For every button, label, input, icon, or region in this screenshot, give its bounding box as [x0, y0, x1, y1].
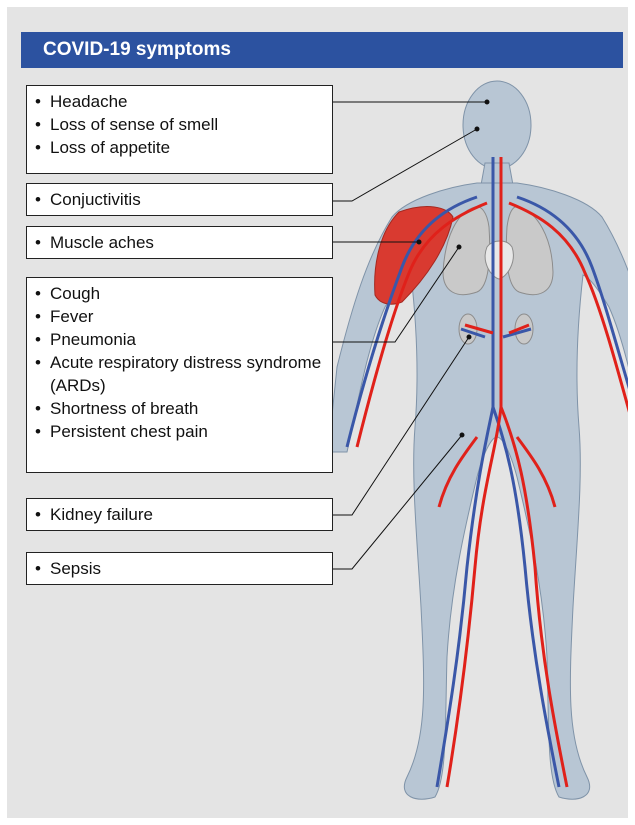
- symptom-box-muscles: Muscle aches: [26, 226, 333, 259]
- symptom-item: Shortness of breath: [35, 397, 324, 420]
- symptom-box-lungs: Cough Fever Pneumonia Acute respiratory …: [26, 277, 333, 473]
- body-silhouette: [330, 81, 628, 799]
- symptom-item: Muscle aches: [35, 231, 324, 254]
- symptom-item: Acute respiratory distress syndrome (ARD…: [35, 351, 324, 397]
- symptom-item: Fever: [35, 305, 324, 328]
- symptom-item: Headache: [35, 90, 324, 113]
- symptom-item: Loss of appetite: [35, 136, 324, 159]
- symptom-item: Conjuctivitis: [35, 188, 324, 211]
- symptom-box-kidneys: Kidney failure: [26, 498, 333, 531]
- symptom-box-head: Headache Loss of sense of smell Loss of …: [26, 85, 333, 174]
- symptom-box-eyes: Conjuctivitis: [26, 183, 333, 216]
- symptom-item: Sepsis: [35, 557, 324, 580]
- symptom-item: Cough: [35, 282, 324, 305]
- figure-panel: COVID-19 symptoms: [7, 7, 628, 818]
- symptom-item: Persistent chest pain: [35, 420, 324, 443]
- symptom-item: Loss of sense of smell: [35, 113, 324, 136]
- symptom-item: Pneumonia: [35, 328, 324, 351]
- symptom-item: Kidney failure: [35, 503, 324, 526]
- symptom-box-blood: Sepsis: [26, 552, 333, 585]
